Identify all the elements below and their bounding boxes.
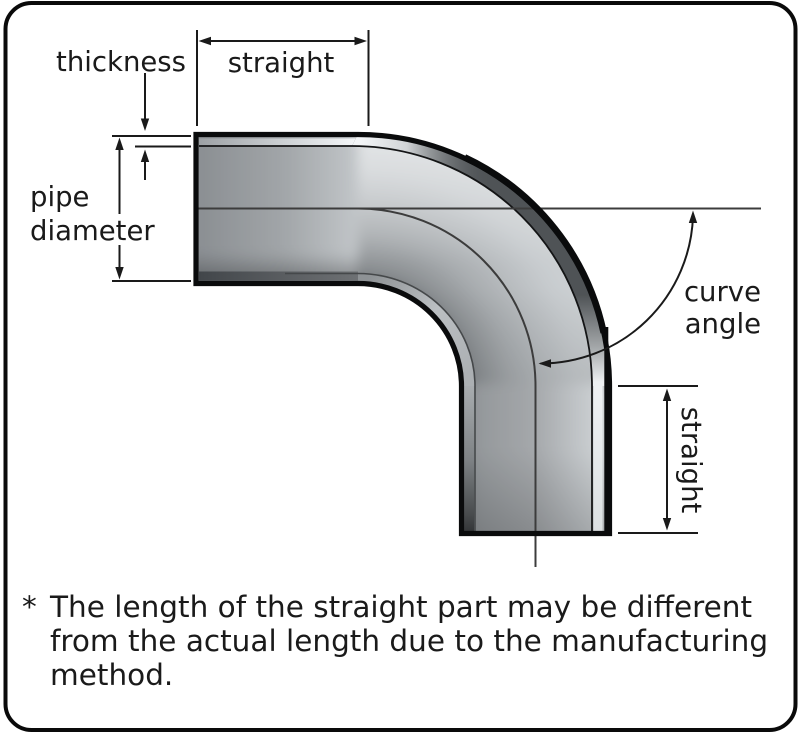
footnote-line2: from the actual length due to the manufa…: [50, 624, 768, 658]
curve-angle-arc-line: [540, 215, 694, 365]
pipe-wall-line-outer: [199, 145, 593, 532]
pipe-shading: [196, 134, 610, 534]
curve-angle-arc: [538, 210, 698, 368]
footnote-marker: *: [22, 590, 37, 624]
pipe-wall-band-bottom: [199, 271, 358, 281]
label-diameter-mask: [27, 214, 160, 245]
pipe-bend-exit-shade: [358, 134, 610, 386]
straight-top-arrowhead-left-icon: [198, 36, 211, 46]
straight-right-dimension: [618, 385, 698, 534]
straight-top-dimension: [196, 30, 370, 126]
pipe-body-shading: [196, 134, 610, 534]
labels: thickness straight pipe diameter curve a…: [27, 46, 761, 514]
label-pipe: pipe: [30, 181, 89, 213]
thickness-arrowhead-down-icon: [140, 118, 150, 131]
pipe-wall-band-right: [593, 386, 603, 534]
label-straight-top: straight: [228, 47, 335, 79]
footnote-line1: The length of the straight part may be d…: [49, 590, 752, 624]
footnote-line3: method.: [50, 658, 173, 692]
pipe-horizontal-shade: [196, 134, 360, 295]
label-angle: angle: [685, 308, 761, 340]
annotations: [112, 30, 698, 534]
pipe-bend-outer-edge: [463, 154, 607, 334]
label-curve: curve: [684, 276, 761, 308]
pipe-centerline: [196, 207, 537, 567]
straight-right-arrowhead-up-icon: [662, 388, 672, 401]
diameter-arrowhead-up-icon: [115, 137, 124, 150]
pipe-diameter-arrow: [115, 137, 124, 280]
frame-border: [3, 1, 798, 732]
straight-right-arrowhead-down-icon: [662, 518, 672, 531]
thickness-arrow: [140, 73, 150, 180]
pipe-wall-band-top: [199, 138, 358, 147]
label-diameter: diameter: [30, 215, 155, 247]
footnote: * The length of the straight part may be…: [22, 590, 768, 692]
pipe-wall-line-inner: [285, 272, 476, 532]
straight-top-arrowhead-right-icon: [354, 36, 367, 46]
thickness-arrowhead-up-icon: [140, 149, 150, 162]
curve-angle-arrowhead-left-icon: [538, 359, 551, 368]
curve-angle-arrowhead-up-icon: [688, 210, 698, 223]
diameter-arrowhead-down-icon: [115, 267, 124, 280]
pipe-elbow: [193, 131, 761, 567]
pipe-wall-band-left: [462, 386, 475, 534]
label-straight-right: straight: [675, 407, 707, 514]
pipe-wall-band-bend-exit: [352, 134, 610, 386]
label-thickness: thickness: [56, 46, 186, 78]
